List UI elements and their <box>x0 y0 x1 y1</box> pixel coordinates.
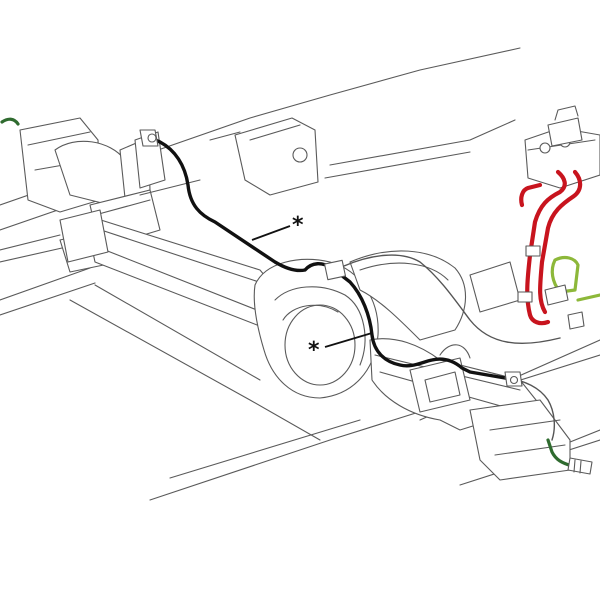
callout-leader <box>251 225 291 241</box>
crossmember-bracket <box>209 117 319 196</box>
rear-brake-line <box>139 129 507 380</box>
master-cylinder <box>524 105 600 189</box>
green-brake-line <box>546 438 593 475</box>
callout-rear-line: * <box>251 213 304 241</box>
callout-asterisk: * <box>308 338 320 363</box>
red-brake-lines <box>517 169 583 326</box>
brake-hoses <box>343 254 561 441</box>
callout-leader <box>324 332 373 348</box>
driveshaft <box>349 250 521 341</box>
callout-axle-line: * <box>308 332 373 363</box>
light-green-bracket <box>544 255 600 330</box>
rear-axle <box>59 209 571 481</box>
fitting-top-left <box>0 117 20 126</box>
callout-asterisk: * <box>292 213 304 238</box>
